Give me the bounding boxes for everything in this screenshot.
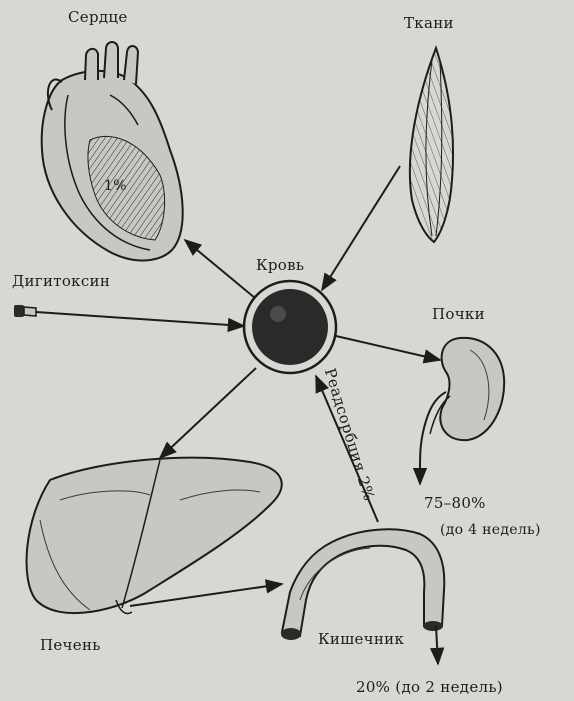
intestine-label: Кишечник — [318, 630, 404, 648]
blood-label: Кровь — [256, 256, 304, 274]
kidney-illustration — [420, 338, 504, 484]
digitoxin-label: Дигитоксин — [12, 272, 110, 290]
arrow-intestine-out — [436, 626, 438, 664]
digitoxin-syringe — [14, 305, 244, 326]
heart-percent-label: 1% — [104, 178, 127, 194]
arrow-tissues-to-blood — [322, 166, 400, 290]
kidneys-label: Почки — [432, 305, 485, 323]
intestine-output-label: 20% (до 2 недель) — [356, 678, 503, 696]
tissues-label: Ткани — [404, 14, 454, 32]
tissues-illustration — [410, 48, 453, 242]
heart-label: Сердце — [68, 8, 128, 26]
blood-illustration — [244, 281, 336, 373]
kidney-percent-label: 75–80% — [424, 494, 486, 512]
intestine-illustration — [281, 529, 444, 640]
kidney-time-label: (до 4 недель) — [440, 522, 541, 538]
liver-label: Печень — [40, 636, 101, 654]
heart-illustration — [42, 42, 183, 260]
arrow-blood-to-liver — [160, 368, 256, 458]
arrow-blood-to-kidney — [336, 336, 440, 360]
arrow-blood-to-heart — [185, 240, 255, 298]
